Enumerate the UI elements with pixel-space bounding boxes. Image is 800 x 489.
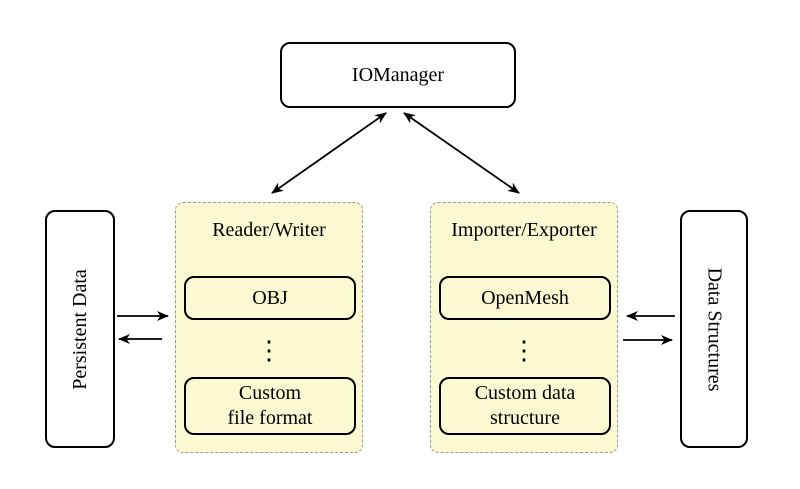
obj-item: OBJ [184, 276, 356, 320]
vertical-ellipsis: ⋮ [511, 336, 537, 365]
custom-file-format-label: Custom file format [227, 382, 313, 429]
iomanager-label: IOManager [351, 63, 445, 86]
importer-exporter-panel: Importer/Exporter OpenMesh ⋮ Custom data… [430, 202, 618, 453]
openmesh-item: OpenMesh [439, 276, 611, 320]
reader-writer-panel: Reader/Writer OBJ ⋮ Custom file format [175, 202, 363, 453]
openmesh-item-label: OpenMesh [481, 286, 569, 309]
persistent-data-label: Persistent Data [68, 268, 91, 390]
obj-item-label: OBJ [252, 286, 288, 309]
arrow-iomanager-readerwriter [271, 112, 387, 194]
importer-exporter-title: Importer/Exporter [451, 219, 597, 241]
data-structures-node: Data Structures [680, 210, 748, 448]
persistent-data-node: Persistent Data [45, 210, 115, 448]
arrow-iomanager-importerexporter [403, 112, 520, 194]
custom-data-structure-item: Custom data structure [439, 377, 611, 435]
custom-data-structure-label: Custom data structure [474, 382, 576, 429]
iomanager-node: IOManager [280, 42, 516, 108]
custom-file-format-item: Custom file format [184, 377, 356, 435]
vertical-ellipsis: ⋮ [256, 336, 282, 365]
reader-writer-title: Reader/Writer [212, 219, 326, 241]
data-structures-label: Data Structures [703, 267, 726, 391]
